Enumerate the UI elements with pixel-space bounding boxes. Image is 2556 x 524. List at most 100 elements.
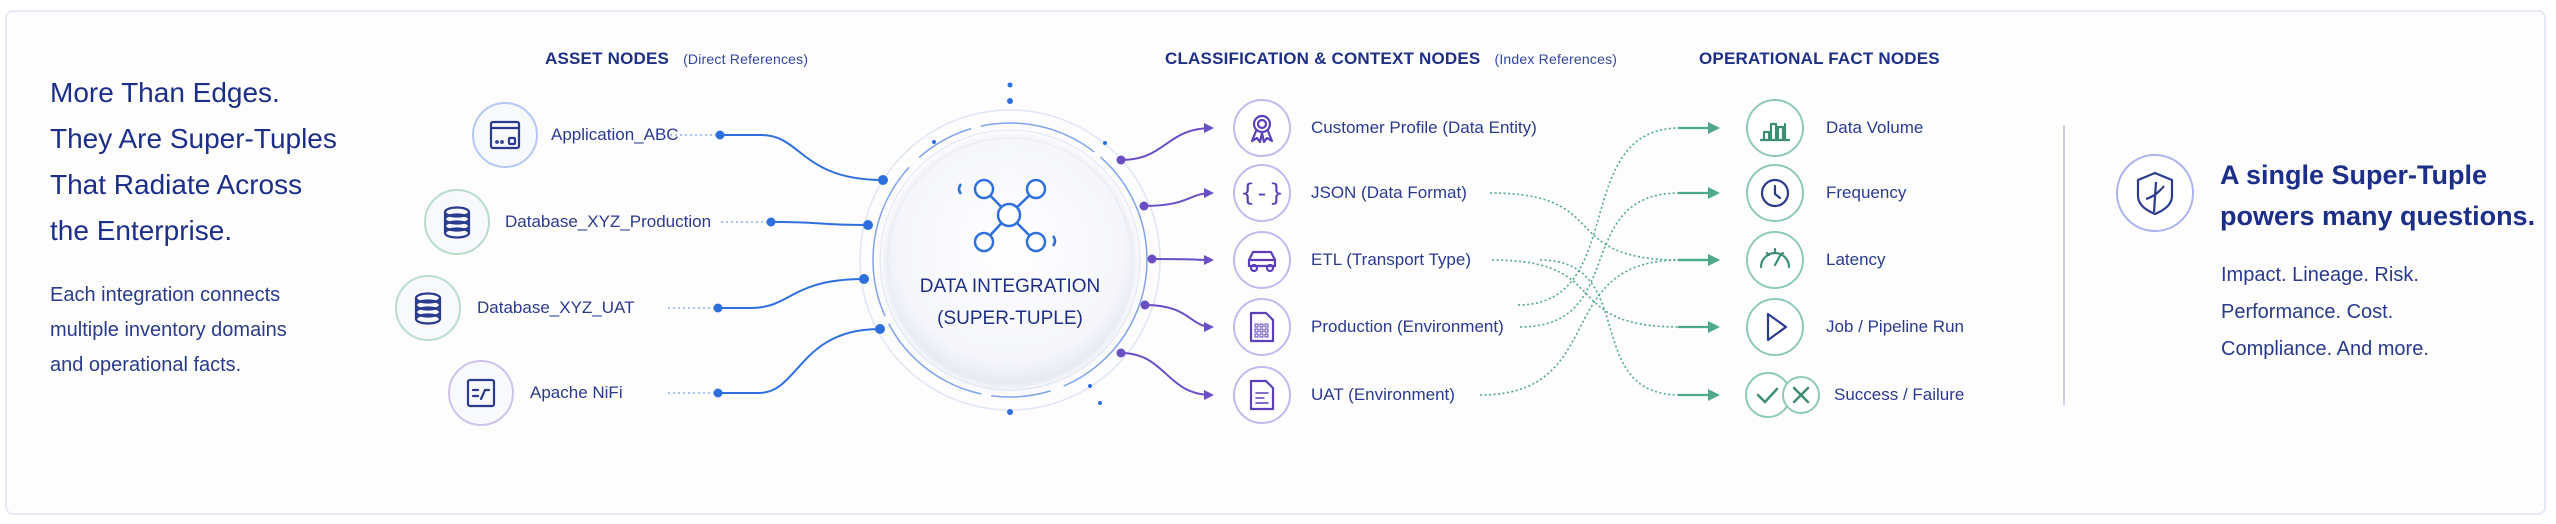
operational-nodes-header: OPERATIONAL FACT NODES xyxy=(1699,49,1940,69)
link-end-dot xyxy=(878,175,888,185)
summary-title-line: A single Super-Tuple xyxy=(2220,160,2488,190)
link-start-dot xyxy=(1139,201,1149,211)
asset-node[interactable] xyxy=(424,189,490,255)
operational-link xyxy=(1479,259,1681,396)
operational-node[interactable] xyxy=(1746,164,1804,222)
intro-line: and operational facts. xyxy=(50,354,242,376)
classification-node[interactable] xyxy=(1233,99,1291,157)
operational-node-label: Frequency xyxy=(1826,183,1907,202)
car-icon xyxy=(1247,250,1277,273)
hub-node[interactable] xyxy=(887,137,1133,383)
operational-link xyxy=(1519,192,1681,328)
classification-node-label: Customer Profile (Data Entity) xyxy=(1311,118,1537,137)
operational-node-label: Job / Pipeline Run xyxy=(1826,317,1964,336)
link-start-dot xyxy=(1140,300,1150,310)
classification-link xyxy=(1120,123,1214,161)
inner-ring xyxy=(879,129,1141,391)
cross-icon xyxy=(1792,386,1810,404)
database-icon xyxy=(443,206,471,239)
svg-text:{-}: {-} xyxy=(1240,179,1283,207)
operational-node-label: Success / Failure xyxy=(1834,385,1965,404)
shield-badge xyxy=(2116,154,2194,232)
asset-link xyxy=(771,221,869,226)
classification-link xyxy=(1120,352,1214,400)
summary-title-line: powers many questions. xyxy=(2220,201,2536,231)
classification-node[interactable] xyxy=(1233,231,1291,289)
operational-link xyxy=(1491,259,1681,328)
asset-nodes-header: ASSET NODES (Direct References) xyxy=(545,49,808,69)
classification-node[interactable]: {-} xyxy=(1233,164,1291,222)
link-end-dot xyxy=(875,324,885,334)
ring-dot xyxy=(932,140,936,144)
asset-nodes-subtitle: (Direct References) xyxy=(683,51,809,67)
summary-line: Compliance. And more. xyxy=(2221,338,2429,360)
application-window-icon xyxy=(489,120,521,150)
operational-link xyxy=(1517,127,1681,306)
asset-node-label: Database_XYZ_UAT xyxy=(477,298,635,317)
summary-title: A single Super-Tuple powers many questio… xyxy=(2220,155,2535,237)
hub-title: DATA INTEGRATION xyxy=(919,276,1101,297)
headline-line: They Are Super-Tuples xyxy=(50,123,337,154)
classification-node-label: UAT (Environment) xyxy=(1311,385,1455,404)
link-end-dot xyxy=(863,220,873,230)
clock-icon xyxy=(1760,178,1790,208)
summary-line: Performance. Cost. xyxy=(2221,301,2394,323)
classification-node-label: JSON (Data Format) xyxy=(1311,183,1467,202)
operational-node[interactable] xyxy=(1746,99,1804,157)
intro-line: Each integration connects xyxy=(50,284,281,306)
middle-ring xyxy=(872,122,1148,398)
bar-chart-icon xyxy=(1759,122,1791,142)
hub-subtitle: (SUPER-TUPLE) xyxy=(937,308,1083,329)
headline-line: That Radiate Across xyxy=(50,169,303,200)
award-ribbon-icon xyxy=(1250,114,1274,144)
headline-line: the Enterprise. xyxy=(50,215,233,246)
nifi-flow-icon xyxy=(466,378,496,408)
operational-node-label: Data Volume xyxy=(1826,118,1924,137)
classification-nodes-header: CLASSIFICATION & CONTEXT NODES (Index Ref… xyxy=(1165,49,1617,69)
check-icon xyxy=(1756,387,1779,404)
asset-node[interactable] xyxy=(395,275,461,341)
shield-icon xyxy=(2136,171,2174,216)
classification-links xyxy=(1116,123,1214,400)
link-start-dot xyxy=(713,303,723,313)
intro-line: multiple inventory domains xyxy=(50,319,287,341)
intro-text: Each integration connects multiple inven… xyxy=(50,278,350,383)
speedometer-icon xyxy=(1759,247,1791,269)
ring-dot xyxy=(1007,82,1013,88)
operational-link xyxy=(1489,192,1681,261)
asset-link xyxy=(720,134,884,181)
asset-node-label: Database_XYZ_Production xyxy=(505,212,712,231)
summary-line: Impact. Lineage. Risk. xyxy=(2221,264,2419,286)
ring-dot xyxy=(1098,401,1102,405)
operational-link xyxy=(1539,259,1681,396)
classification-node[interactable] xyxy=(1233,366,1291,424)
asset-node[interactable] xyxy=(472,102,538,168)
headline-line: More Than Edges. xyxy=(50,77,280,108)
classification-node-label: ETL (Transport Type) xyxy=(1311,250,1471,269)
asset-link xyxy=(718,278,865,309)
operational-node[interactable] xyxy=(1746,231,1804,289)
json-braces-icon: {-} xyxy=(1240,179,1283,207)
classification-node-label: Production (Environment) xyxy=(1311,317,1504,336)
link-start-dot xyxy=(766,217,776,227)
classification-node[interactable] xyxy=(1233,298,1291,356)
link-start-dot xyxy=(1116,155,1126,165)
asset-node[interactable] xyxy=(448,360,514,426)
operational-node[interactable] xyxy=(1745,372,1820,418)
link-end-dot xyxy=(859,274,869,284)
network-hub-icon xyxy=(957,178,1057,253)
classification-link xyxy=(1144,304,1214,332)
operational-node-label: Latency xyxy=(1826,250,1886,269)
ring-dot xyxy=(1007,409,1013,415)
classification-nodes-subtitle: (Index References) xyxy=(1494,51,1618,67)
ring-dot xyxy=(1007,98,1013,104)
headline: More Than Edges. They Are Super-Tuples T… xyxy=(50,70,370,254)
asset-nodes-title: ASSET NODES xyxy=(545,49,670,68)
text-doc-icon xyxy=(1249,379,1275,411)
operational-nodes-title: OPERATIONAL FACT NODES xyxy=(1699,49,1940,68)
classification-nodes-title: CLASSIFICATION & CONTEXT NODES xyxy=(1165,49,1481,68)
database-icon xyxy=(414,292,442,325)
link-start-dot xyxy=(1147,254,1157,264)
operational-node[interactable] xyxy=(1746,298,1804,356)
